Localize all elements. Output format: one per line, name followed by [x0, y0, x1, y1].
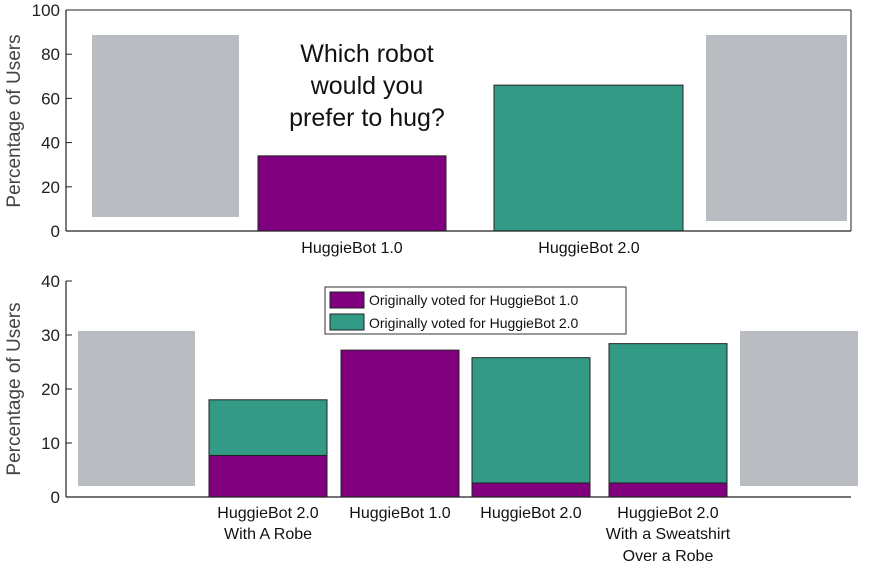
y-tick-label: 100: [32, 1, 60, 20]
chart-title-line-2: would you: [310, 72, 424, 100]
y-tick-label: 10: [41, 434, 60, 453]
category-label-line: HuggieBot 2.0: [217, 505, 319, 522]
y-tick-label: 0: [51, 222, 60, 241]
category-label-line: HuggieBot 2.0: [480, 505, 582, 522]
chart-title-line-1: Which robot: [300, 40, 433, 68]
y-tick-label: 20: [41, 380, 60, 399]
legend-swatch-huggiebot-2: [329, 313, 365, 331]
legend: Originally voted for HuggieBot 1.0 Origi…: [324, 286, 627, 335]
bar-segment-robe-voted-huggiebot-1: [208, 454, 328, 498]
bar-huggiebot-1-0: [257, 155, 447, 232]
y-tick-label: 30: [41, 326, 60, 345]
legend-label-huggiebot-2: Originally voted for HuggieBot 2.0: [369, 315, 579, 331]
bar-segment-sweatshirt-over-robe-voted-huggiebot-1: [608, 482, 728, 498]
category-label-line: With A Robe: [224, 526, 312, 543]
legend-label-huggiebot-1: Originally voted for HuggieBot 1.0: [369, 292, 579, 308]
bottom-chart: Percentage of Users 0 10 20 30 40 HuggieBot …: [4, 272, 858, 565]
y-tick-label: 60: [41, 89, 60, 108]
category-label-line: With a Sweatshirt: [606, 526, 731, 543]
legend-box: [324, 286, 627, 335]
category-label-sweatshirt-over-robe: HuggieBot 2.0 With a Sweatshirt Over a R…: [606, 505, 731, 565]
y-tick-label: 0: [51, 488, 60, 507]
y-axis-label-bottom: Percentage of Users: [4, 302, 25, 475]
bar-huggiebot-2-0: [493, 84, 684, 232]
y-tick-label: 40: [41, 272, 60, 291]
legend-swatch-huggiebot-1: [329, 291, 365, 309]
bar-segment-robe-voted-huggiebot-2: [208, 399, 328, 456]
category-label-line: HuggieBot 2.0: [617, 505, 719, 522]
category-label-robe: HuggieBot 2.0 With A Robe: [217, 505, 319, 543]
bar-segment-sweatshirt-over-robe-voted-huggiebot-2: [608, 343, 728, 484]
chart-title-line-3: prefer to hug?: [289, 104, 445, 132]
category-label-line: HuggieBot 1.0: [349, 505, 451, 522]
photo-huggiebot-2-sweatshirt: [706, 35, 847, 221]
y-tick-label: 80: [41, 45, 60, 64]
category-label-huggiebot-2: HuggieBot 2.0: [538, 240, 640, 257]
photo-huggiebot-1-purple-robot: [92, 35, 239, 217]
top-chart: Which robot would you prefer to hug? Per…: [4, 1, 852, 257]
photo-huggiebot-2-sweatshirt-over-robe: [740, 331, 858, 486]
y-tick-label: 20: [41, 178, 60, 197]
category-label-line: Over a Robe: [623, 548, 714, 565]
y-tick-label: 40: [41, 134, 60, 153]
y-axis-label-top: Percentage of Users: [4, 34, 25, 207]
category-label-huggiebot-2-bottom: HuggieBot 2.0: [480, 505, 582, 522]
bar-segment-huggiebot-2-voted-huggiebot-2: [471, 357, 591, 484]
bar-segment-huggiebot-2-voted-huggiebot-1: [471, 482, 591, 498]
category-label-huggiebot-1-bottom: HuggieBot 1.0: [349, 505, 451, 522]
bar-segment-huggiebot-1-voted-huggiebot-1: [340, 349, 460, 498]
photo-huggiebot-2-robe: [78, 331, 195, 486]
category-label-huggiebot-1: HuggieBot 1.0: [301, 240, 403, 257]
